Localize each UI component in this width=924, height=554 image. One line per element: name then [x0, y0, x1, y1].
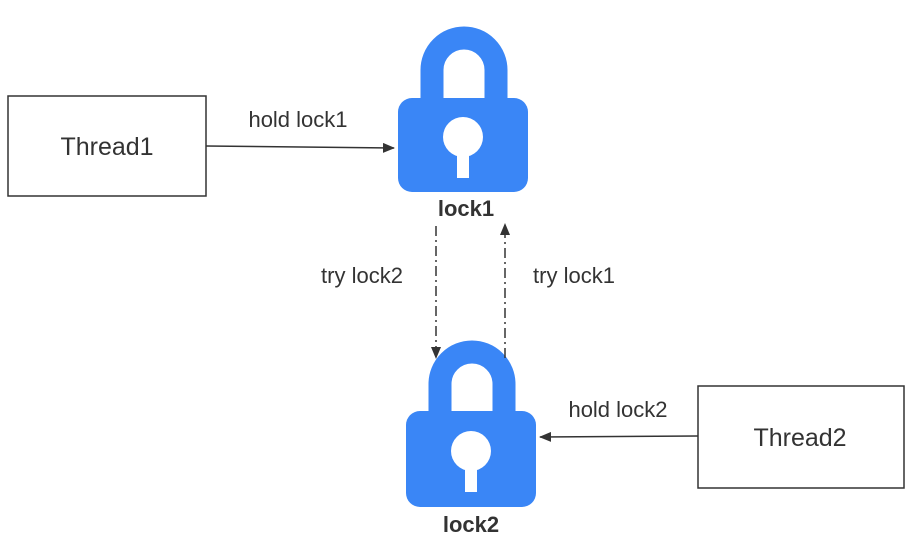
lock1-label: lock1	[438, 196, 494, 221]
hold-lock1-label: hold lock1	[248, 107, 347, 132]
lock2-label: lock2	[443, 512, 499, 537]
padlock-icon	[406, 340, 536, 507]
thread2-node: Thread2	[697, 385, 905, 489]
thread1-box	[7, 95, 207, 197]
edge-hold-lock1: hold lock1	[205, 107, 395, 153]
try-lock2-label: try lock2	[321, 263, 403, 288]
try-lock1-label: try lock1	[533, 263, 615, 288]
hold-lock2-arrow	[539, 431, 699, 442]
thread2-label: Thread2	[753, 424, 846, 452]
lock1-node: lock1	[398, 26, 528, 221]
thread1-label: Thread1	[60, 133, 153, 161]
edge-try-lock1: try lock1	[500, 223, 615, 358]
hold-lock2-label: hold lock2	[568, 397, 667, 422]
edge-hold-lock2: hold lock2	[539, 397, 699, 442]
hold-lock1-arrow	[205, 142, 395, 153]
thread2-box	[697, 385, 905, 489]
lock2-node: lock2	[406, 340, 536, 537]
padlock-icon	[398, 26, 528, 192]
thread1-node: Thread1	[7, 95, 207, 197]
edge-try-lock2: try lock2	[321, 226, 441, 359]
